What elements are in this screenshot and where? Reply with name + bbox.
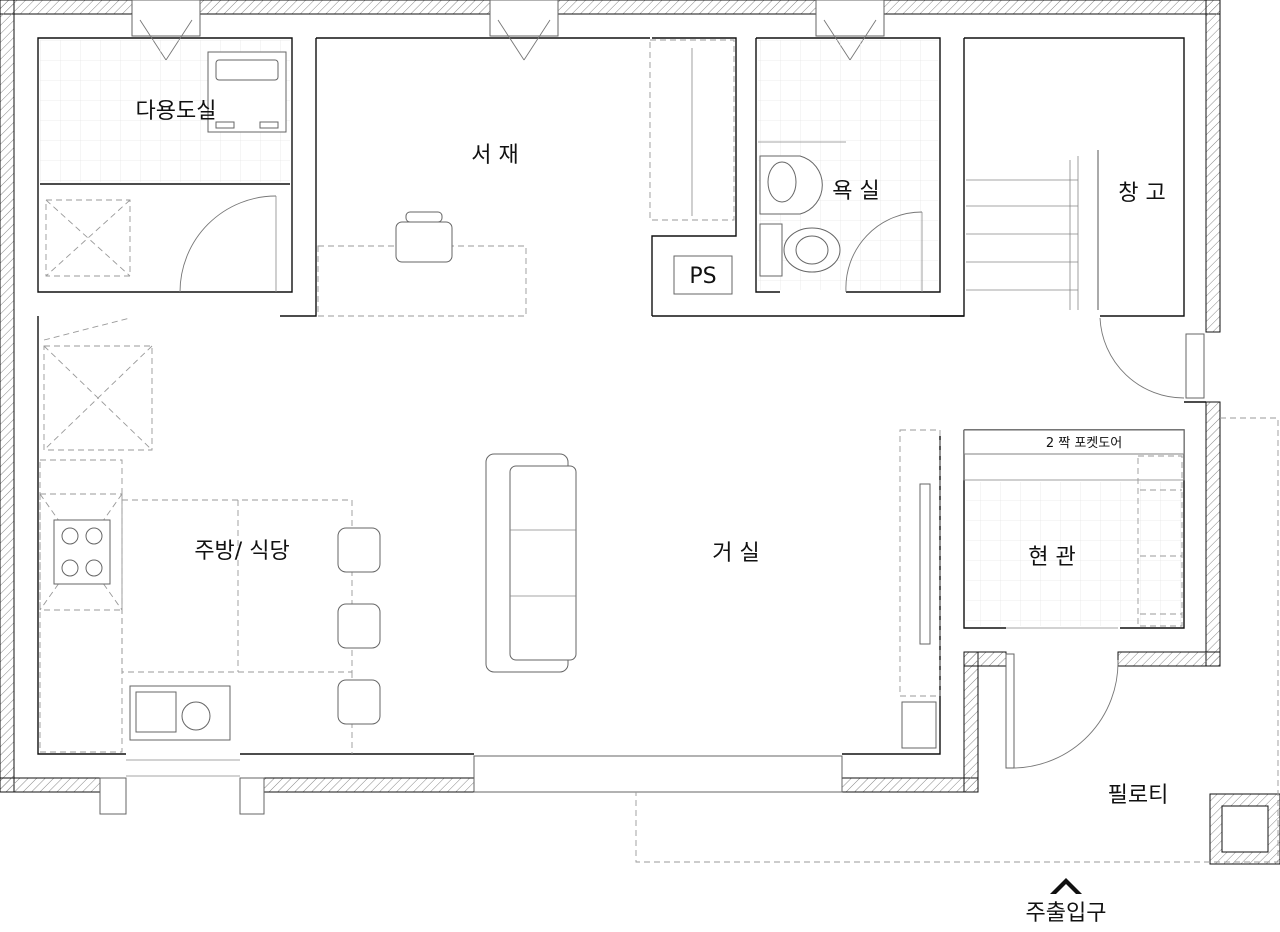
room-label-piloti: 필로티 xyxy=(1108,783,1169,808)
top-windows xyxy=(131,0,885,61)
room-label-storage: 창 고 xyxy=(1118,181,1165,206)
study-desk xyxy=(317,211,527,317)
interior-walls xyxy=(37,37,1206,755)
dining-chairs xyxy=(337,527,381,725)
storage-door xyxy=(1099,317,1205,399)
pocket-door-band xyxy=(963,429,1185,481)
utility-door xyxy=(179,195,277,293)
kitchen-fridge xyxy=(43,317,153,451)
storage-stairs xyxy=(966,150,1099,310)
shoe-cabinet xyxy=(1137,455,1183,627)
bottom-windows xyxy=(99,755,843,815)
entrance-door xyxy=(1005,627,1119,769)
entrance-arrow-icon xyxy=(1050,878,1082,894)
cooktop xyxy=(53,519,111,585)
utility-storage-box xyxy=(45,199,131,277)
room-label-study: 서 재 xyxy=(471,143,518,168)
room-label-bathroom: 욕 실 xyxy=(832,179,879,204)
bathroom-fixtures xyxy=(758,141,846,277)
sofa xyxy=(485,453,577,673)
washing-machine xyxy=(207,51,287,133)
bathroom-door xyxy=(845,211,923,293)
room-label-entrance: 현 관 xyxy=(1028,545,1075,570)
room-label-living: 거 실 xyxy=(712,541,759,566)
study-wardrobe xyxy=(649,39,735,221)
tv-cabinet xyxy=(899,429,941,749)
ps-label: PS xyxy=(689,264,716,289)
main-entrance-label: 주출입구 xyxy=(1026,901,1107,926)
pocket-door-label: 2 짝 포켓도어 xyxy=(1046,436,1122,451)
kitchen-counter xyxy=(39,459,123,753)
ps-box xyxy=(673,255,733,295)
room-label-utility: 다용도실 xyxy=(136,99,217,124)
room-label-kitchen: 주방/ 식당 xyxy=(194,539,289,564)
piloti-outline xyxy=(635,417,1279,863)
kitchen-sink xyxy=(129,685,231,741)
